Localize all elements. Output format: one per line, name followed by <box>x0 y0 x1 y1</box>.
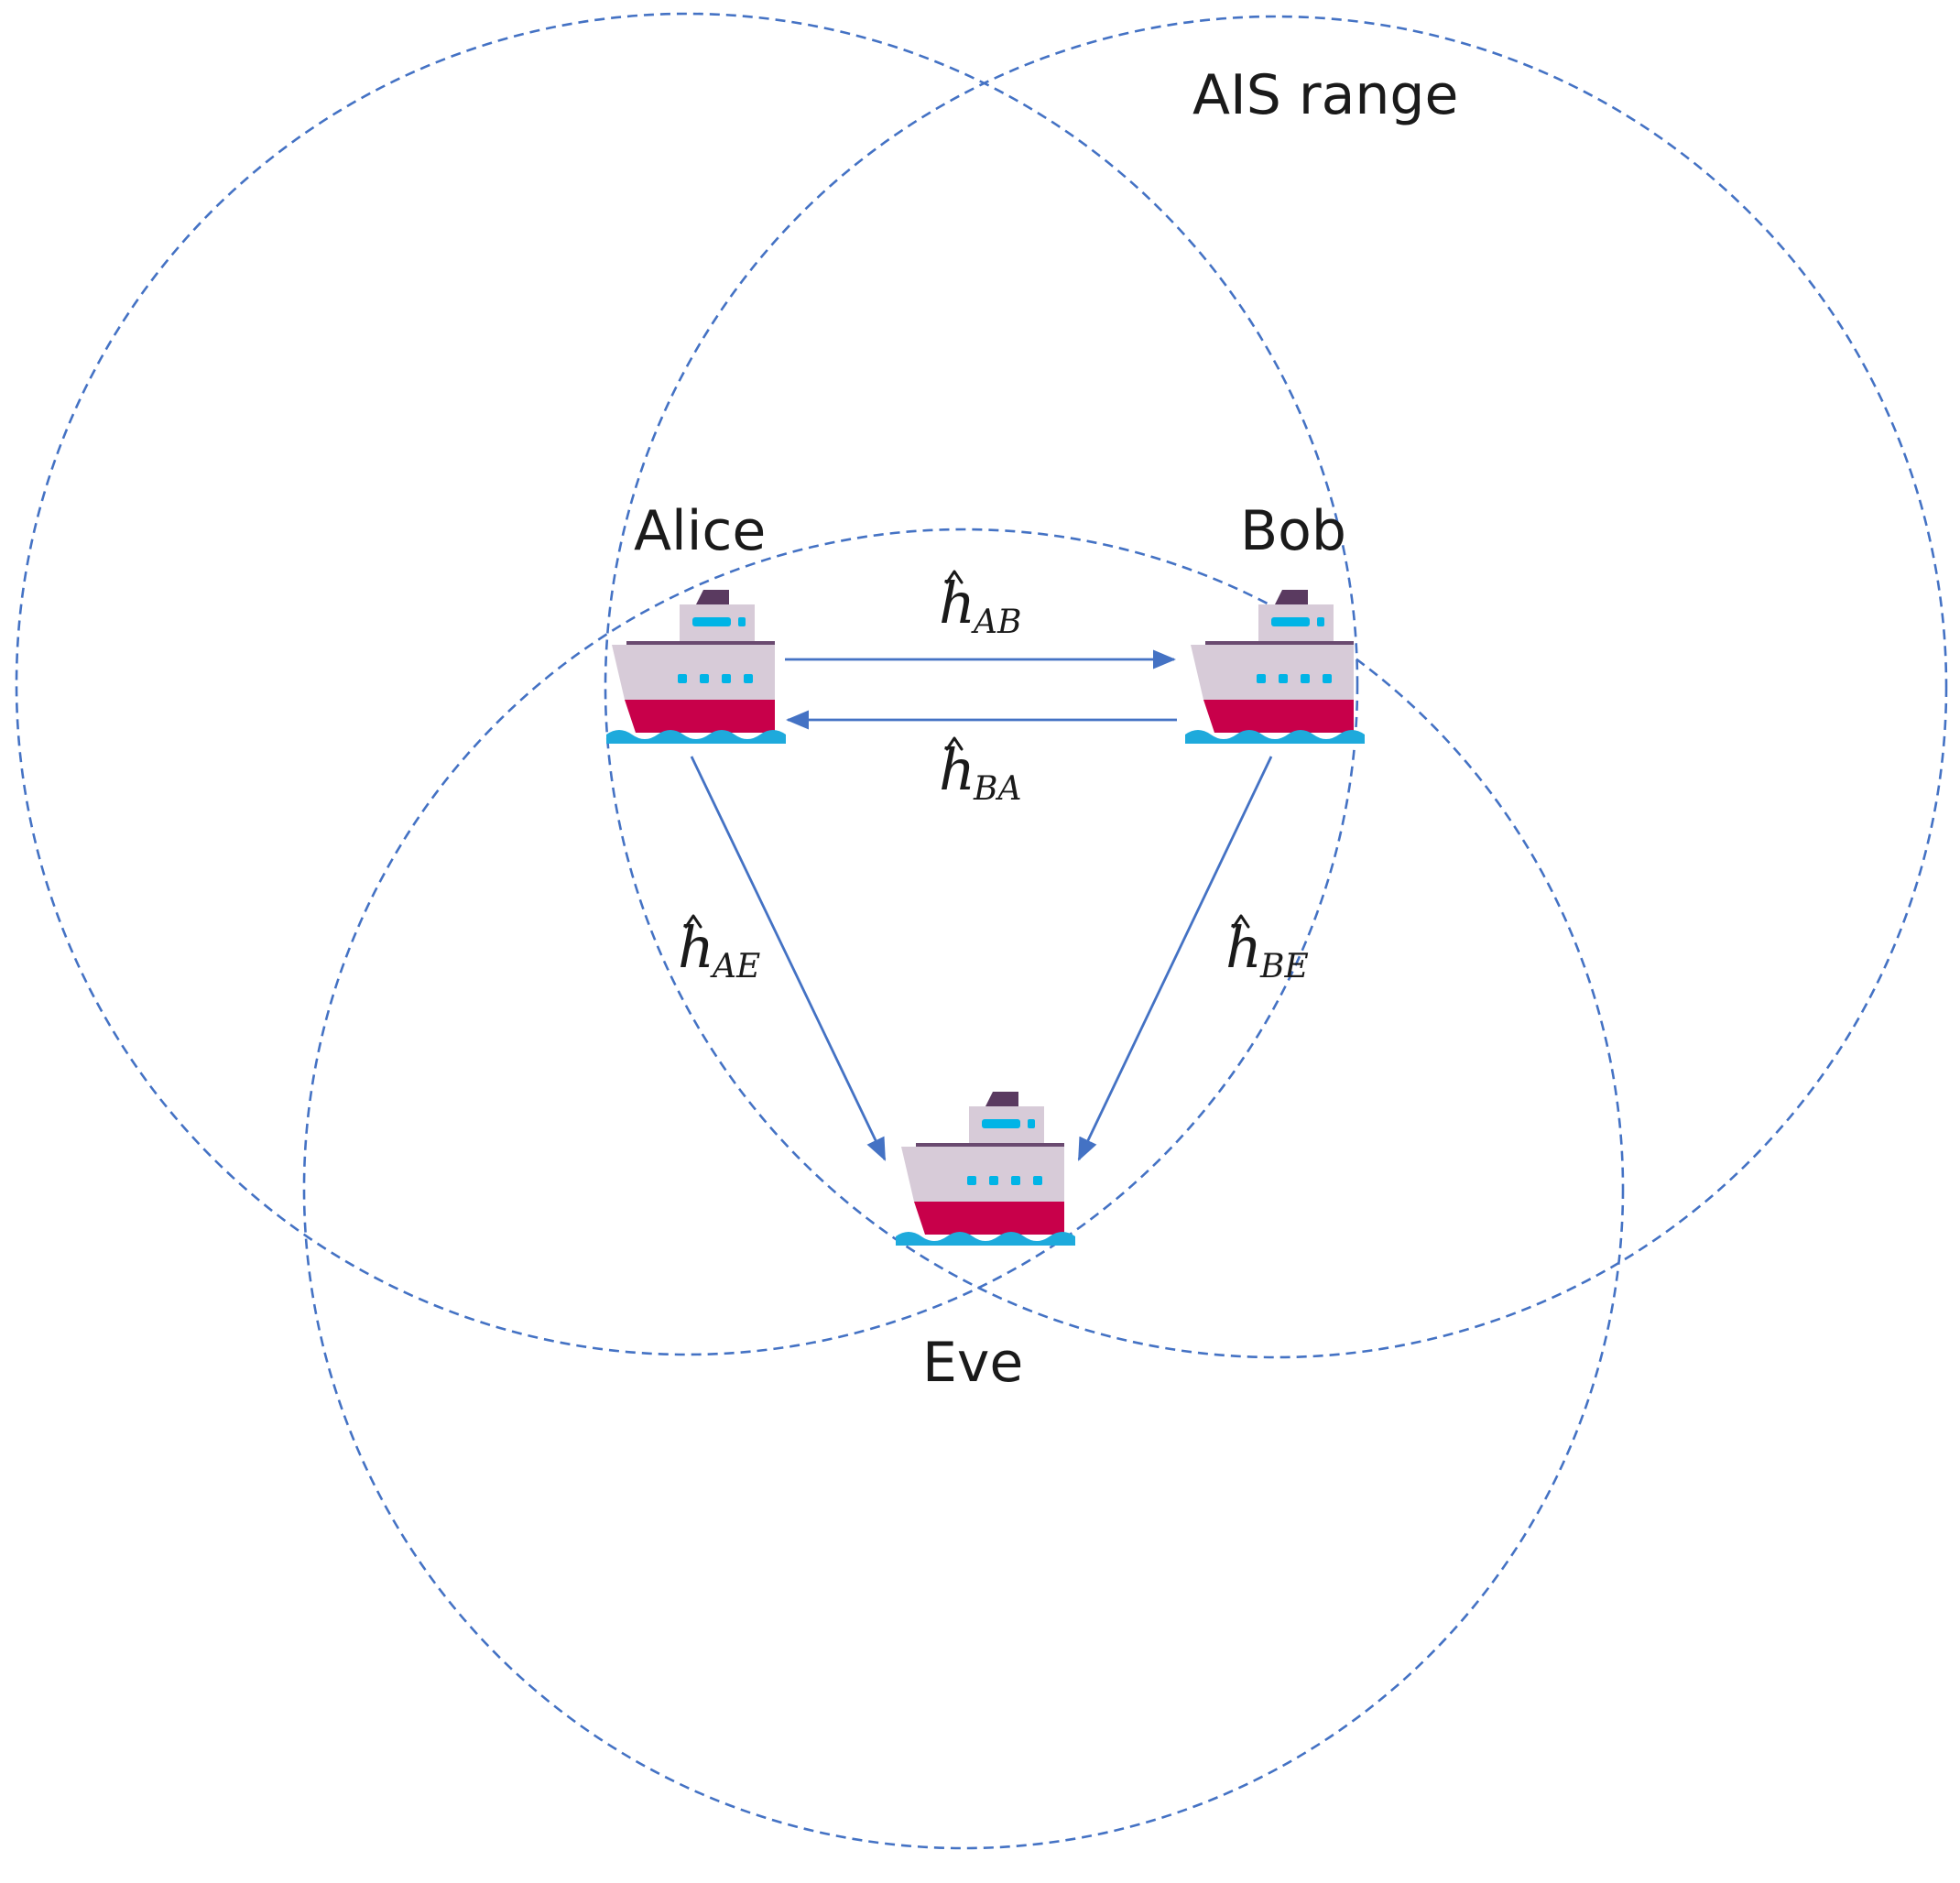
ais-range-label: AIS range <box>1192 63 1458 127</box>
svg-text:BA: BA <box>973 770 1021 808</box>
hat-mark <box>945 736 964 751</box>
channel-label-ab: h AB <box>939 570 1021 641</box>
range-circle-eve <box>302 528 1625 1850</box>
svg-text:h: h <box>939 736 975 803</box>
svg-text:h: h <box>939 570 975 637</box>
range-circle-alice <box>15 12 1359 1356</box>
arrow-alice-to-eve <box>690 756 887 1161</box>
svg-text:h: h <box>678 914 714 981</box>
ship-icon <box>896 1092 1075 1246</box>
ship-icon <box>606 590 786 744</box>
node-label-eve: Eve <box>922 1331 1023 1395</box>
hat-mark <box>684 914 702 929</box>
range-circle-bob <box>604 15 1948 1359</box>
channel-label-ba: h BA <box>939 736 1021 808</box>
hat-mark <box>945 570 964 584</box>
svg-text:h: h <box>1225 914 1262 981</box>
arrow-bob-to-eve <box>1077 756 1273 1161</box>
node-label-bob: Bob <box>1240 499 1346 563</box>
svg-text:AE: AE <box>710 948 760 985</box>
channel-label-be: h BE <box>1225 914 1309 985</box>
hat-mark <box>1232 914 1250 929</box>
ship-icon <box>1185 590 1365 744</box>
svg-text:AB: AB <box>971 604 1021 641</box>
node-label-alice: Alice <box>634 499 766 563</box>
channel-label-ae: h AE <box>678 914 760 985</box>
svg-text:BE: BE <box>1259 948 1309 985</box>
